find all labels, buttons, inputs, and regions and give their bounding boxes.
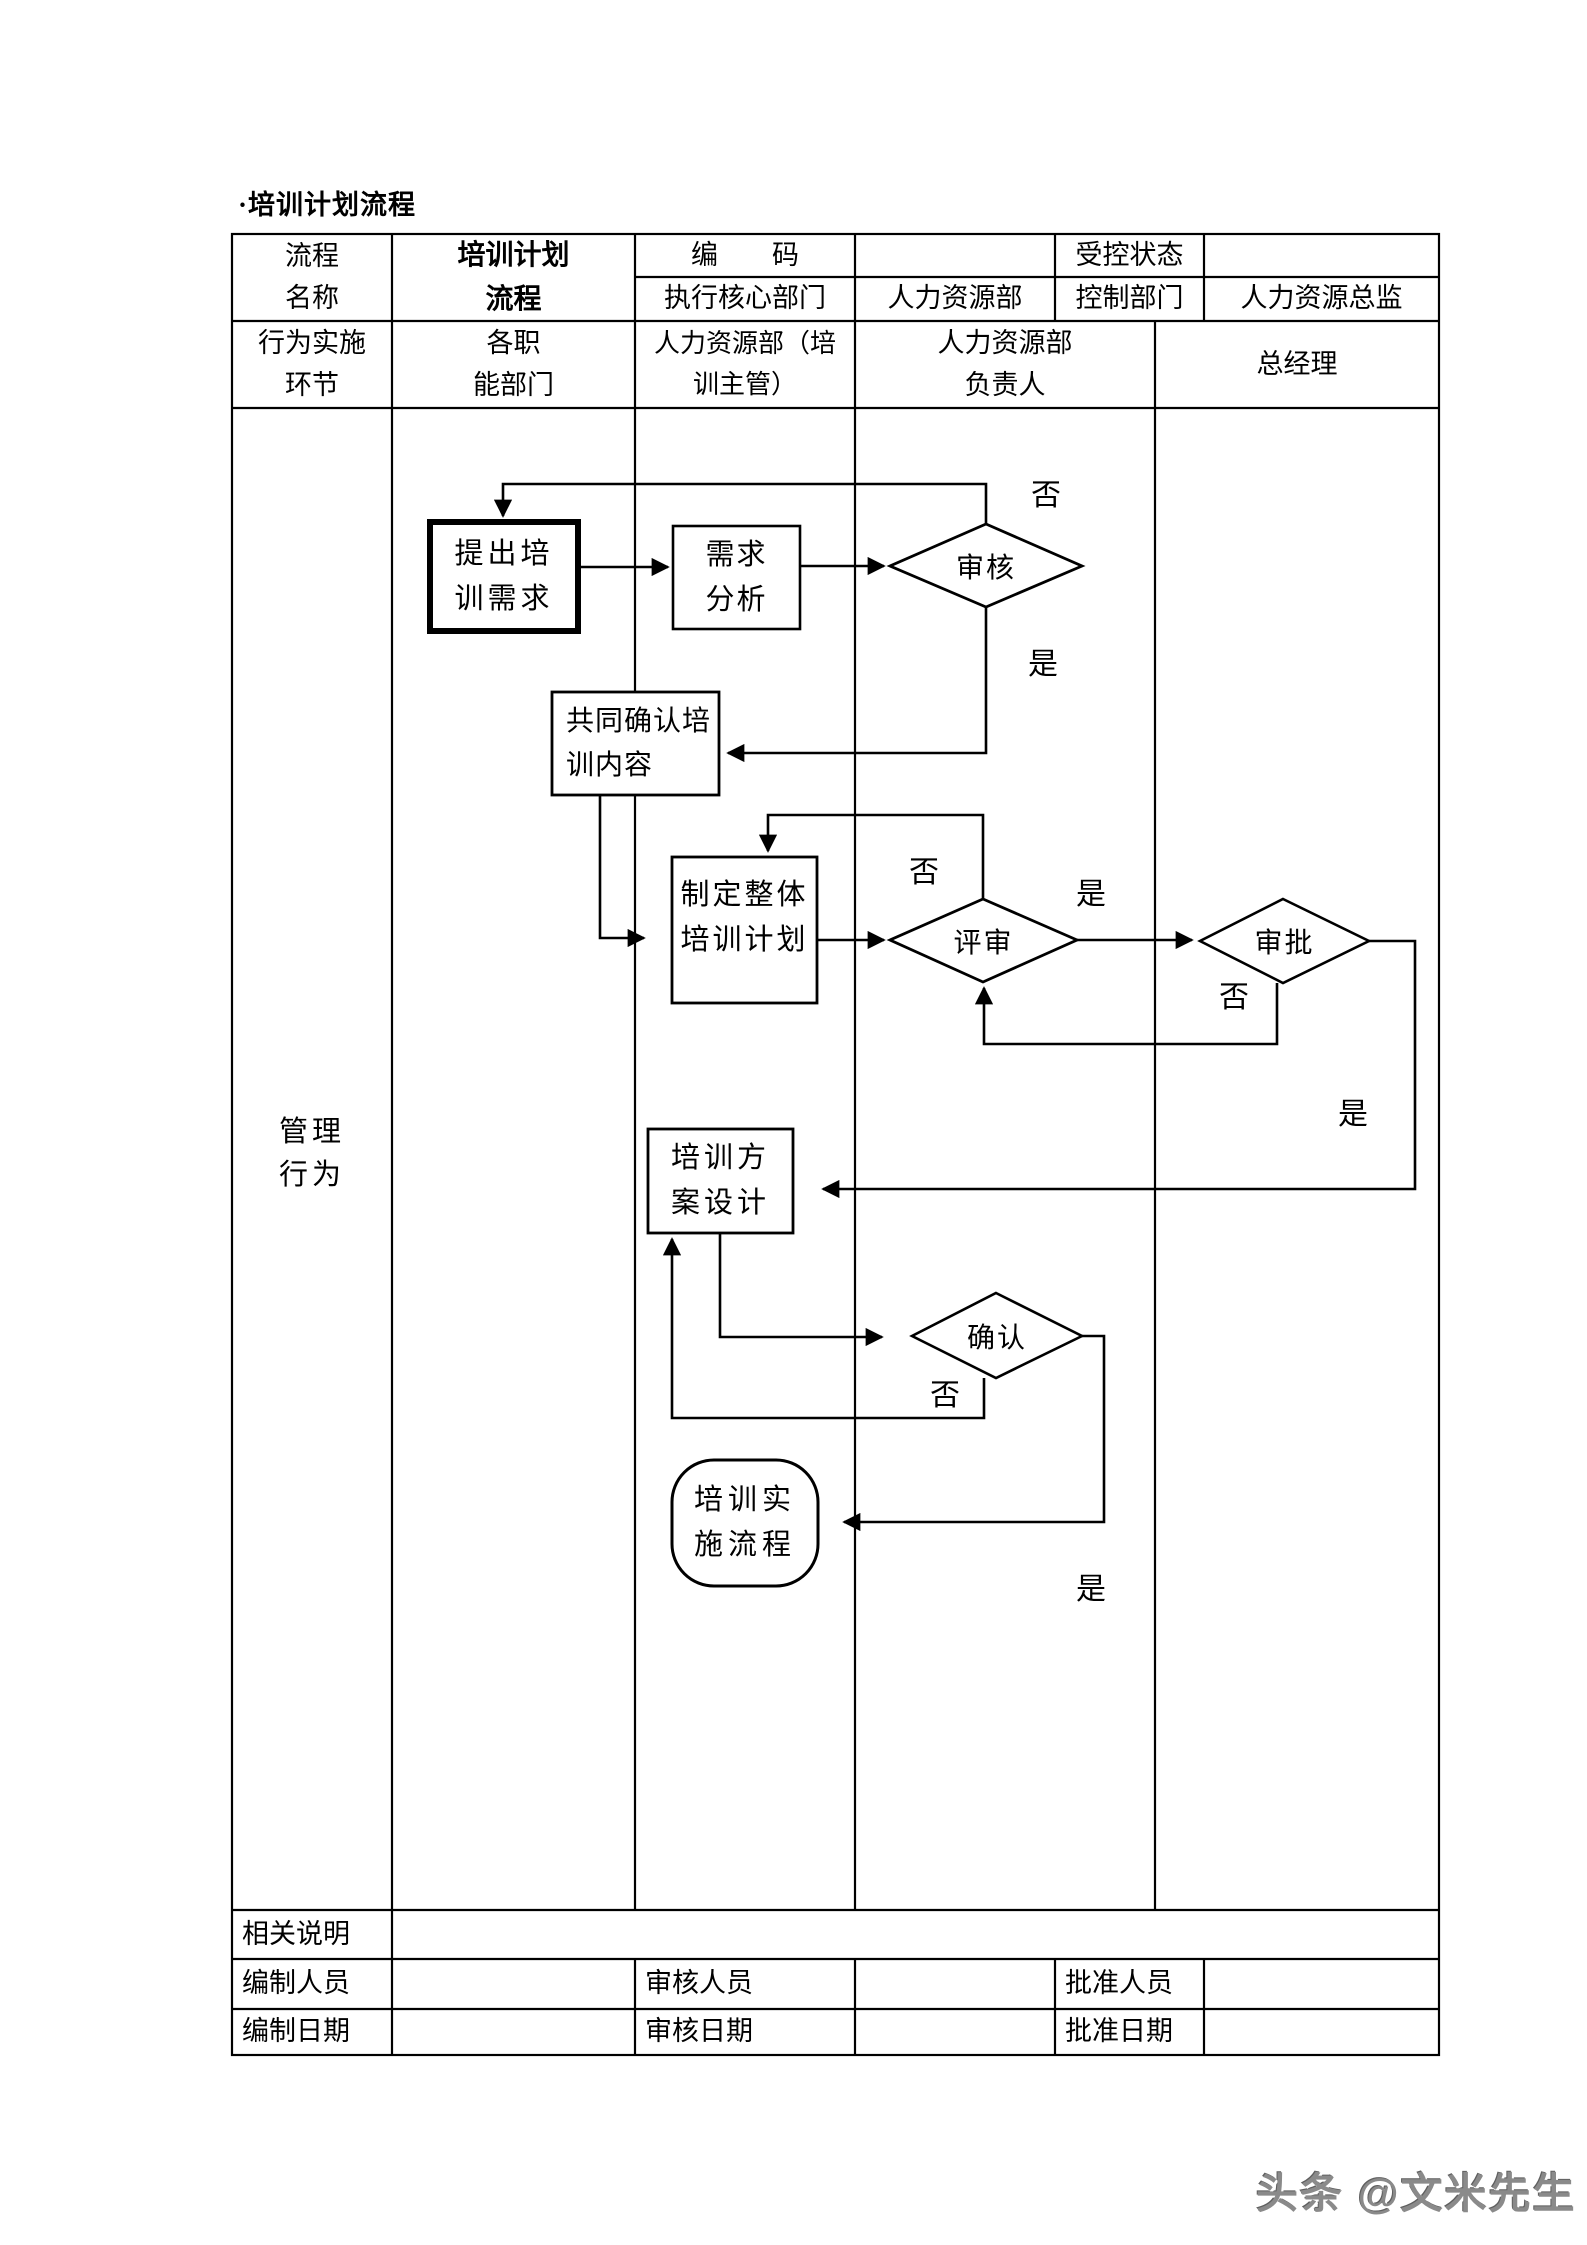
decision-diamond-confirm [909,1291,1085,1380]
connector-evaluate-no-loop [758,813,985,899]
branch-label-approve-yes: 是 [1338,1098,1368,1131]
page-title: ·培训计划流程 [238,190,417,220]
node-label-demand-analysis: 需求 分析 [705,538,768,616]
node-label-propose-training: 提出培 训需求 [454,537,554,615]
cell-lane-hr-head: 人力资源部 负责人 [937,327,1073,400]
cell-notes-label: 相关说明 [242,1918,350,1949]
flow-connectors [493,482,1417,1532]
node-label-program-design: 培训方 案设计 [670,1142,770,1219]
connector-confirm-content-to-plan [598,795,646,948]
cell-process-name-value: 培训计划 流程 [457,240,570,315]
node-label-confirm: 确认 [966,1322,1027,1354]
cell-management-behavior-label: 管理 行为 [278,1115,345,1192]
branch-label-review-no: 否 [1031,479,1061,512]
process-box-confirm-content [550,690,721,797]
process-box-overall-plan [670,855,819,1005]
cell-maker-label: 编制人员 [242,1968,350,1999]
cell-approve-date-label: 批准日期 [1065,2016,1173,2047]
table-grid [230,232,1441,2057]
table-outer-border [230,232,1441,2057]
cell-lane-header-label: 行为实施 环节 [258,327,366,400]
cell-exec-dept-value: 人力资源部 [887,283,1023,314]
process-box-propose-training [427,519,581,634]
branch-label-evaluate-no: 否 [909,856,939,889]
connector-review-yes-to-confirm-content [726,607,988,763]
flow-shapes [427,519,1372,1588]
branch-label-confirm-no: 否 [930,1379,960,1412]
decision-diamond-approve [1197,897,1372,985]
cell-control-dept-label: 控制部门 [1075,283,1184,314]
cell-reviewer-label: 审核人员 [645,1968,753,1999]
branch-label-confirm-yes: 是 [1076,1573,1106,1606]
node-label-implementation-process: 培训实 施流程 [693,1484,796,1561]
connector-approve-yes-to-design [821,939,1417,1199]
terminator-implementation-process [670,1458,820,1588]
cell-control-dept-value: 人力资源总监 [1240,283,1403,314]
cell-lane-hr-supervisor: 人力资源部（培 训主管） [653,329,836,399]
branch-label-approve-no: 否 [1219,981,1249,1014]
connector-confirm-no-loop [662,1237,986,1420]
node-label-evaluate: 评审 [953,927,1014,959]
connector-design-to-confirm [718,1233,884,1347]
node-label-review: 审核 [955,552,1016,584]
cell-lane-departments: 各职 能部门 [473,327,554,400]
node-label-overall-plan: 制定整体 培训计划 [680,879,809,956]
branch-label-evaluate-yes: 是 [1076,878,1106,911]
node-label-approve: 审批 [1254,928,1315,959]
process-box-demand-analysis [671,524,802,631]
connector-confirm-yes-to-implementation [842,1334,1106,1532]
cell-approver-label: 批准人员 [1065,1968,1173,1999]
cell-exec-dept-label: 执行核心部门 [664,283,826,314]
cell-make-date-label: 编制日期 [242,2016,350,2047]
cell-controlled-state-label: 受控状态 [1075,239,1184,270]
cell-code-label: 编 码 [691,239,799,270]
branch-label-review-yes: 是 [1028,648,1058,681]
cell-lane-general-manager: 总经理 [1256,348,1338,379]
cell-review-date-label: 审核日期 [645,2016,753,2047]
connector-approve-no-loop [974,983,1279,1046]
node-label-confirm-content: 共同确认培 训内容 [566,706,712,781]
process-box-program-design [646,1127,795,1235]
decision-diamond-evaluate [886,897,1081,984]
watermark-text: 头条 @文米先生 [1256,2170,1577,2217]
cell-process-name-label: 流程 名称 [285,240,339,313]
connector-review-no-loop [493,482,988,524]
